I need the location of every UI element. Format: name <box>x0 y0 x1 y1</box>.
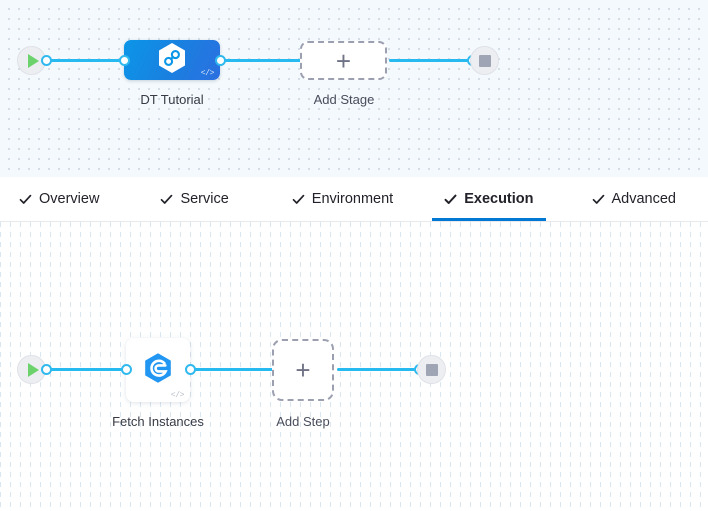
edge-start-to-stage <box>46 59 124 62</box>
plus-icon: + <box>335 45 352 76</box>
stage-end-node[interactable] <box>470 46 499 75</box>
stage-node-output-port[interactable] <box>215 55 226 66</box>
edge-start-to-step <box>46 368 131 371</box>
tab-label: Overview <box>39 190 100 207</box>
stop-icon <box>478 54 491 67</box>
check-icon <box>19 193 32 206</box>
pipeline-stage-canvas[interactable]: </> DT Tutorial + Add Stage <box>0 0 708 177</box>
fetch-instances-icon <box>143 352 173 389</box>
tab-label: Advanced <box>611 190 677 207</box>
stage-config-tabs[interactable]: Overview Service Environment Execution A… <box>0 177 708 222</box>
stage-node-label: DT Tutorial <box>140 92 204 107</box>
tab-label: Environment <box>311 190 394 207</box>
add-stage-label: Add Stage <box>313 92 375 107</box>
edge-stage-to-addstage <box>220 59 302 62</box>
play-icon <box>27 53 39 68</box>
tab-label: Execution <box>464 190 534 207</box>
play-icon <box>27 362 39 377</box>
edge-step-to-addstep <box>190 368 273 371</box>
tab-environment[interactable]: Environment <box>289 177 396 221</box>
step-end-node[interactable] <box>417 355 446 384</box>
step-node-input-port[interactable] <box>121 364 132 375</box>
add-step-button[interactable]: + <box>272 339 334 401</box>
step-start-port[interactable] <box>41 364 52 375</box>
stage-start-port[interactable] <box>41 55 52 66</box>
step-node-fetch-instances[interactable]: </> <box>126 338 190 402</box>
step-node-label: Fetch Instances <box>112 414 204 429</box>
tab-service[interactable]: Service <box>157 177 231 221</box>
tab-advanced[interactable]: Advanced <box>589 177 680 221</box>
stage-node-dt-tutorial[interactable]: </> <box>124 40 220 80</box>
check-icon <box>592 193 605 206</box>
add-stage-button[interactable]: + <box>300 41 387 80</box>
stop-icon <box>425 363 438 376</box>
execution-step-canvas[interactable]: </> Fetch Instances + Add Step <box>0 222 708 511</box>
check-icon <box>160 193 173 206</box>
tab-label: Service <box>180 190 229 207</box>
check-icon <box>292 193 305 206</box>
code-config-icon[interactable]: </> <box>170 391 185 400</box>
add-step-label: Add Step <box>276 414 330 429</box>
tab-overview[interactable]: Overview <box>16 177 102 221</box>
edge-addstep-to-end <box>337 368 420 371</box>
plus-icon: + <box>295 355 311 385</box>
stage-node-input-port[interactable] <box>119 55 130 66</box>
step-node-output-port[interactable] <box>185 364 196 375</box>
check-icon <box>444 193 457 206</box>
edge-addstage-to-end <box>389 59 473 62</box>
code-config-icon[interactable]: </> <box>200 69 215 78</box>
tab-execution[interactable]: Execution <box>432 177 546 221</box>
harness-hexagon-icon <box>157 42 187 79</box>
